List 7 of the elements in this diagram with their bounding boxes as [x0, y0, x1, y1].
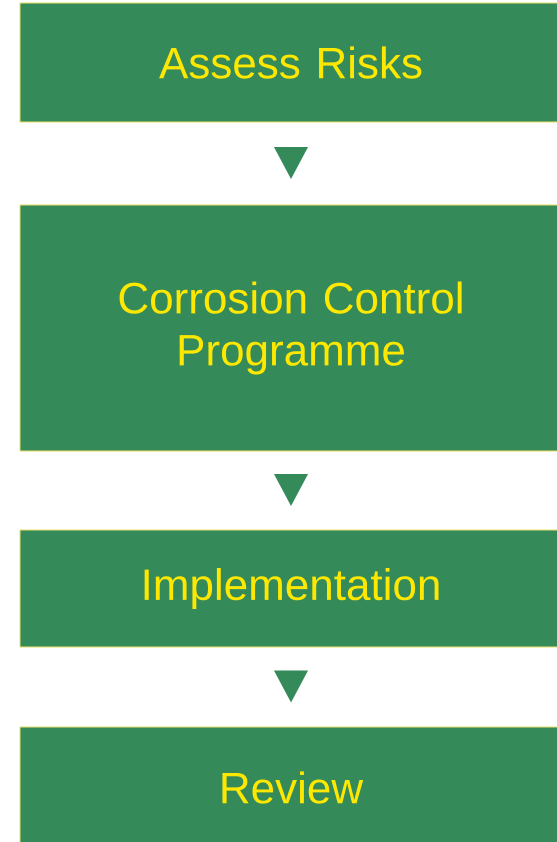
process-box: Assess Risks	[20, 2, 557, 122]
process-box: Implementation	[20, 530, 557, 648]
arrow	[274, 474, 308, 506]
arrow	[274, 146, 308, 179]
arrow	[274, 670, 308, 702]
process-box: Review	[20, 726, 557, 842]
process-box: Corrosion Control Programme	[20, 204, 557, 452]
